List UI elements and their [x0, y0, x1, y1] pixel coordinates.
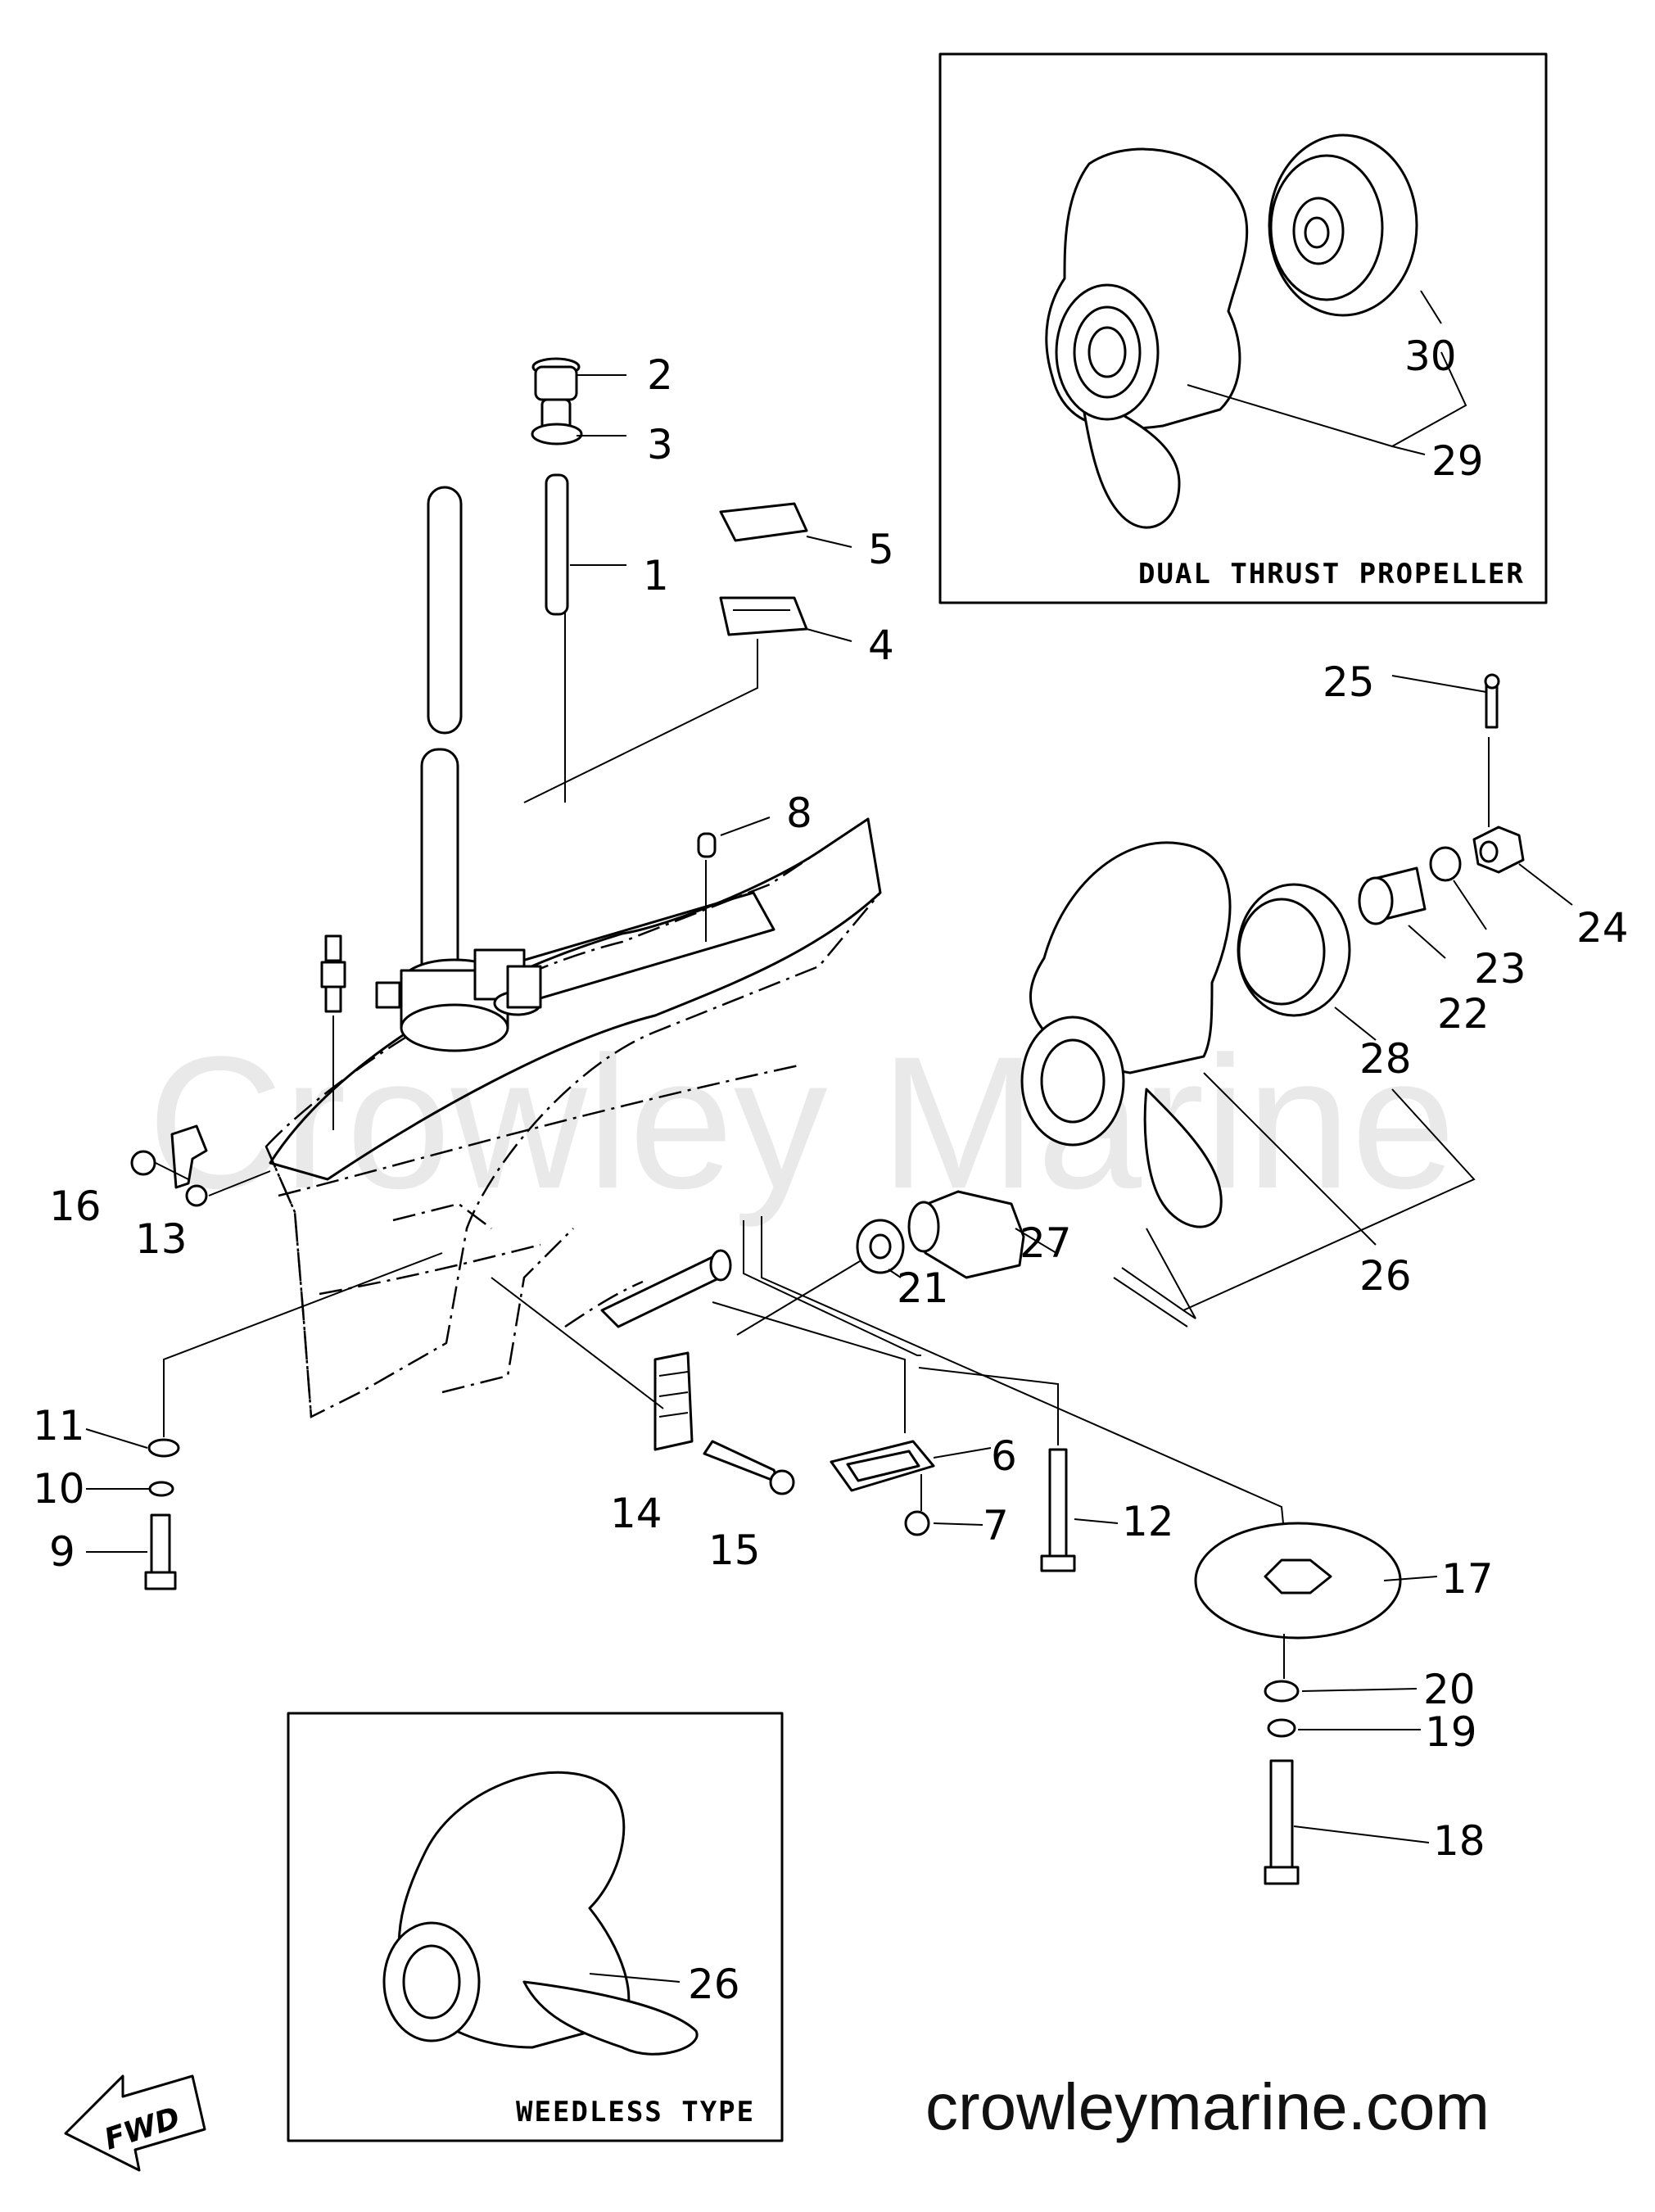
- callout-22: 22: [1437, 990, 1490, 1038]
- callout-3: 3: [647, 421, 673, 468]
- callout-26-weedless: 26: [688, 1961, 740, 2008]
- callout-1: 1: [643, 552, 669, 599]
- gear-case: [564, 1249, 732, 1328]
- callout-10: 10: [33, 1465, 85, 1513]
- spline-washer-22: [1358, 866, 1427, 925]
- fitting-left: [320, 934, 346, 1013]
- anode-plate-17: [1194, 1522, 1402, 1640]
- callout-25: 25: [1323, 658, 1375, 706]
- shift-rod-assembly: [531, 357, 626, 803]
- bolt-12: [1040, 1448, 1076, 1572]
- plug-8: [697, 832, 717, 858]
- bolt-15: [703, 1440, 795, 1495]
- callout-5: 5: [868, 526, 894, 573]
- callout-13: 13: [135, 1215, 188, 1263]
- cover-6: [830, 1440, 935, 1492]
- callout-8: 8: [786, 789, 812, 837]
- callout-7: 7: [983, 1502, 1009, 1549]
- callout-21: 21: [897, 1264, 949, 1312]
- lower-unit-housing: [265, 816, 882, 1418]
- callout-15: 15: [708, 1527, 761, 1574]
- washer-23: [1429, 846, 1462, 882]
- callout-4: 4: [868, 622, 894, 669]
- weedless-propeller: [382, 1771, 699, 2056]
- thrust-hub-27: [907, 1190, 1025, 1279]
- callout-26: 26: [1359, 1252, 1412, 1300]
- callout-9: 9: [49, 1528, 75, 1576]
- callout-23: 23: [1474, 945, 1526, 993]
- grill-14: [653, 1351, 694, 1451]
- spacer-30: [1268, 133, 1418, 317]
- washer-21: [856, 1219, 905, 1274]
- weedless-propeller-inset: WEEDLESS TYPE: [287, 1712, 784, 2142]
- callout-11: 11: [33, 1402, 85, 1450]
- callout-29: 29: [1431, 437, 1484, 485]
- washer-11: [147, 1438, 180, 1458]
- washer-19: [1267, 1718, 1296, 1738]
- weedless-caption: WEEDLESS TYPE: [516, 2096, 755, 2128]
- washer-20: [1264, 1680, 1300, 1703]
- callout-6: 6: [991, 1432, 1017, 1480]
- housing-top-deck: [375, 891, 775, 1052]
- site-url: crowleymarine.com: [925, 2070, 1490, 2143]
- callout-2: 2: [647, 351, 673, 399]
- forward-arrow-icon: FWD: [64, 2074, 206, 2172]
- callout-30: 30: [1404, 332, 1457, 380]
- callout-12: 12: [1122, 1498, 1174, 1545]
- callout-17: 17: [1441, 1555, 1494, 1603]
- dual-thrust-caption: DUAL THRUST PROPELLER: [1138, 558, 1525, 590]
- watermark: Crowley Marine: [147, 1017, 1456, 1228]
- cotter-pin-25: [1484, 673, 1500, 729]
- bolt-9: [144, 1513, 177, 1590]
- callout-20: 20: [1423, 1666, 1476, 1713]
- seal-4: [719, 596, 808, 636]
- washer-10: [148, 1481, 174, 1497]
- bolt-7: [904, 1510, 930, 1536]
- bolt-18: [1264, 1759, 1300, 1885]
- spacer-28: [1237, 883, 1351, 1017]
- callout-14: 14: [610, 1490, 662, 1537]
- callout-19: 19: [1425, 1708, 1477, 1756]
- water-inlet-13: [130, 1124, 208, 1207]
- dual-thrust-propeller-inset: DUAL THRUST PROPELLER: [938, 52, 1548, 604]
- anode-5: [719, 502, 808, 542]
- callout-27: 27: [1020, 1219, 1072, 1267]
- main-propeller: [1020, 841, 1232, 1228]
- callout-28: 28: [1359, 1035, 1412, 1083]
- callout-18: 18: [1433, 1817, 1485, 1865]
- drive-shaft: [420, 486, 463, 997]
- callout-24: 24: [1576, 904, 1629, 952]
- dual-thrust-propeller: [1045, 147, 1249, 529]
- nut-24: [1472, 826, 1525, 874]
- callout-16: 16: [49, 1183, 102, 1230]
- callout-labels: 2 3 1 5 4 8 25 24 23 22 28 26 27 21 30 2…: [33, 332, 1629, 2008]
